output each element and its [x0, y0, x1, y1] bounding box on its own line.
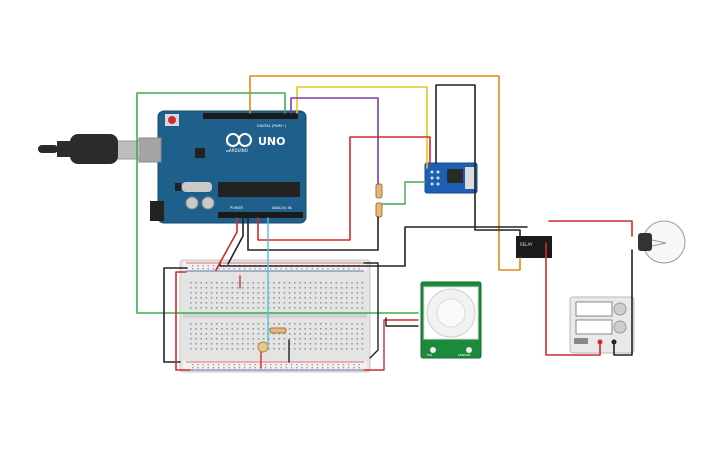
relay-module: RELAY	[516, 236, 552, 258]
pir-label-right: SENSOR	[458, 353, 470, 357]
wire-red-relay-ps	[545, 242, 601, 356]
wire-red-relay-bulb	[548, 220, 633, 237]
rx-label: RX	[226, 149, 230, 153]
arduino-brand: UNO	[258, 135, 286, 148]
wire-green-signal	[136, 92, 419, 314]
wires	[136, 75, 633, 371]
wire-black-left	[163, 267, 188, 363]
pir-label-left: PIR	[427, 353, 432, 357]
wire-red-left	[175, 271, 191, 371]
usb-port	[138, 137, 162, 163]
arduino-logo	[226, 133, 252, 147]
current-knob[interactable]	[613, 320, 627, 334]
dc-power-jack	[150, 201, 164, 221]
wire-black-gnd-wifi	[435, 84, 521, 237]
bulb-socket	[638, 233, 652, 251]
wire-black-relay	[219, 226, 528, 267]
wire-purple	[290, 97, 379, 185]
wire-red-vcc-wifi	[257, 136, 431, 241]
digital-header-label: DIGITAL (PWM~)	[257, 124, 287, 128]
wire-black-gnd	[227, 217, 244, 265]
power-supply-display-current	[575, 319, 613, 335]
power-switch[interactable]	[574, 338, 588, 344]
esp8266-wifi-module	[424, 162, 478, 194]
wire-black-bulb-ps	[613, 249, 633, 356]
resistor-1	[375, 183, 383, 199]
breadboard-resistor	[269, 327, 287, 334]
wire-orange	[249, 75, 521, 271]
arduino-logo-text: ARDUINO	[229, 148, 248, 153]
pir-motion-sensor: PIR SENSOR	[420, 281, 482, 359]
tx-label: TX	[225, 142, 230, 146]
analog-header-label: ANALOG IN	[272, 206, 292, 210]
relay-label: RELAY	[520, 242, 533, 247]
power-header-label: POWER	[230, 206, 244, 210]
power-supply-display-voltage	[575, 301, 613, 317]
wire-green-wifi	[381, 181, 426, 205]
wire-black-pir	[385, 317, 419, 327]
arduino-uno-board: UNO ARDUINO DIGITAL (PWM~) POWER ANALOG …	[138, 110, 307, 224]
wire-red-5v	[215, 217, 238, 271]
light-bulb	[638, 220, 686, 264]
wire-black-gnd-arduino	[247, 216, 379, 251]
reset-button[interactable]	[168, 116, 176, 124]
resistor-2	[375, 202, 383, 218]
photoresistor	[257, 341, 269, 353]
power-supply	[569, 296, 635, 354]
usb-cable	[38, 134, 141, 164]
wire-red-right	[363, 319, 419, 371]
wire-black-right	[363, 262, 379, 359]
wire-yellow	[296, 86, 428, 169]
breadboard	[179, 259, 371, 373]
voltage-knob[interactable]	[613, 302, 627, 316]
